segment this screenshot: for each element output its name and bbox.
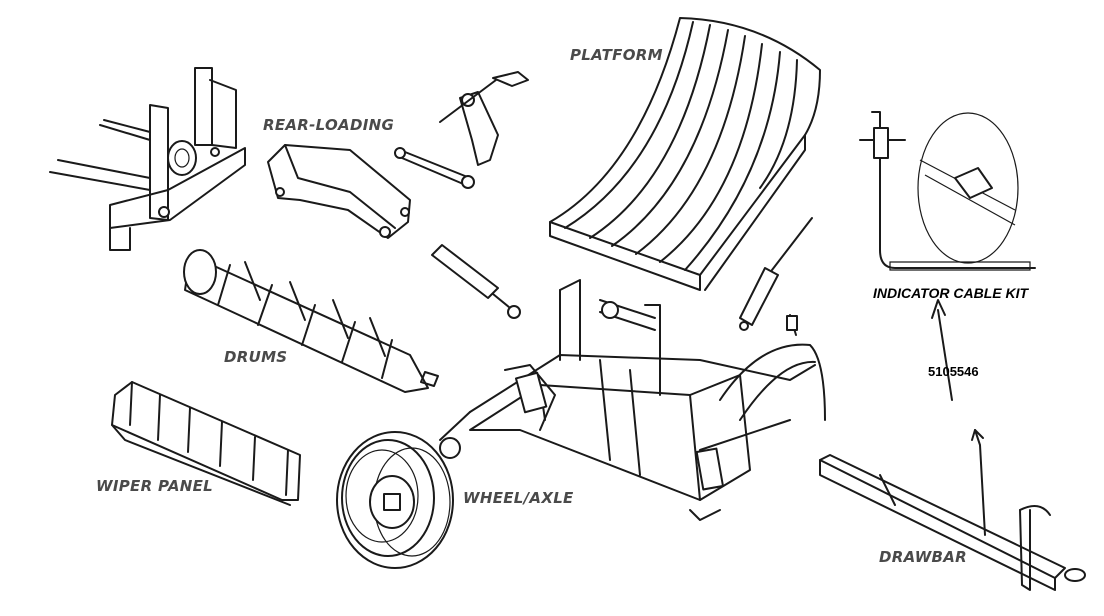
drawbar-illustration bbox=[819, 429, 1086, 591]
linkage-illustration bbox=[394, 71, 529, 189]
wiper-panel-illustration bbox=[111, 381, 301, 506]
wheel-illustration bbox=[336, 431, 461, 569]
indicator-cable-kit-label: INDICATOR CABLE KIT bbox=[873, 285, 1029, 301]
wiper-panel-label: WIPER PANEL bbox=[96, 477, 214, 495]
platform-label: PLATFORM bbox=[570, 46, 663, 64]
rear-loading-label: REAR-LOADING bbox=[263, 116, 395, 134]
fork-frame-illustration bbox=[49, 67, 246, 251]
drawbar-label: DRAWBAR bbox=[879, 548, 968, 566]
main-frame-illustration bbox=[439, 279, 826, 521]
part-number-label: 5105546 bbox=[928, 364, 979, 379]
indicator-cable-kit-illustration bbox=[859, 111, 1036, 401]
drums-label: DRUMS bbox=[224, 348, 288, 366]
hydraulic-cylinder-illustration bbox=[431, 217, 813, 331]
platform-illustration bbox=[549, 17, 821, 291]
drums-illustration bbox=[183, 249, 439, 393]
wheel-axle-label: WHEEL/AXLE bbox=[463, 489, 574, 507]
rear-loading-arm-illustration bbox=[267, 144, 411, 239]
